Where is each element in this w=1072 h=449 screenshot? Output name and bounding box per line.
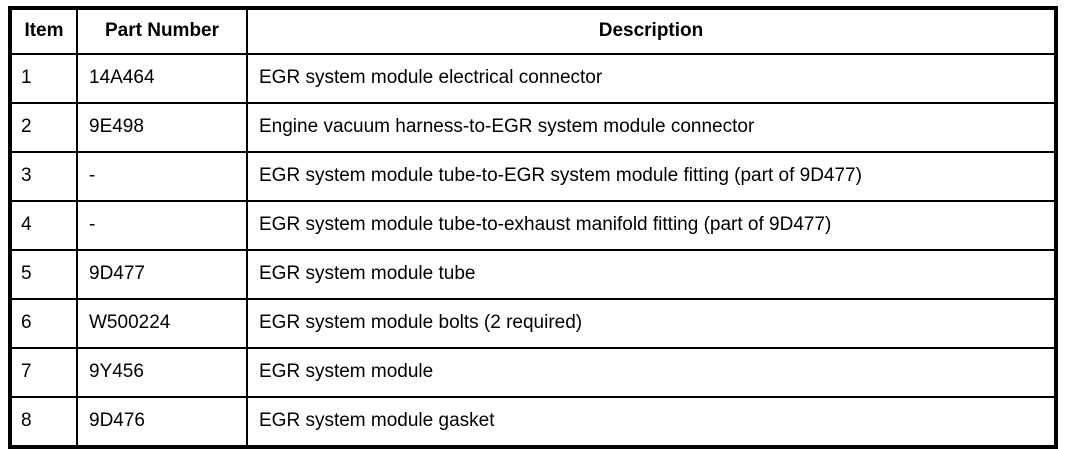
cell-part-number: -: [76, 200, 248, 251]
cell-item: 6: [9, 298, 78, 349]
cell-description: EGR system module gasket: [246, 396, 1057, 448]
table-header-row: Item Part Number Description: [9, 7, 1057, 55]
cell-item: 2: [9, 102, 78, 153]
cell-item: 3: [9, 151, 78, 202]
cell-description: Engine vacuum harness-to-EGR system modu…: [246, 102, 1057, 153]
cell-item: 5: [9, 249, 78, 300]
cell-part-number: 9Y456: [76, 347, 248, 398]
cell-part-number: 14A464: [76, 53, 248, 104]
column-header-item: Item: [9, 7, 78, 55]
table-header: Item Part Number Description: [9, 7, 1057, 55]
cell-item: 1: [9, 53, 78, 104]
table-row: 4-EGR system module tube-to-exhaust mani…: [9, 200, 1057, 251]
cell-item: 4: [9, 200, 78, 251]
cell-description: EGR system module tube: [246, 249, 1057, 300]
cell-part-number: -: [76, 151, 248, 202]
cell-description: EGR system module tube-to-EGR system mod…: [246, 151, 1057, 202]
cell-part-number: W500224: [76, 298, 248, 349]
cell-item: 7: [9, 347, 78, 398]
cell-part-number: 9E498: [76, 102, 248, 153]
cell-item: 8: [9, 396, 78, 448]
cell-description: EGR system module tube-to-exhaust manifo…: [246, 200, 1057, 251]
column-header-description: Description: [246, 7, 1057, 55]
cell-part-number: 9D476: [76, 396, 248, 448]
column-header-part-number: Part Number: [76, 7, 248, 55]
table-row: 3-EGR system module tube-to-EGR system m…: [9, 151, 1057, 202]
cell-description: EGR system module electrical connector: [246, 53, 1057, 104]
cell-description: EGR system module bolts (2 required): [246, 298, 1057, 349]
cell-part-number: 9D477: [76, 249, 248, 300]
cell-description: EGR system module: [246, 347, 1057, 398]
